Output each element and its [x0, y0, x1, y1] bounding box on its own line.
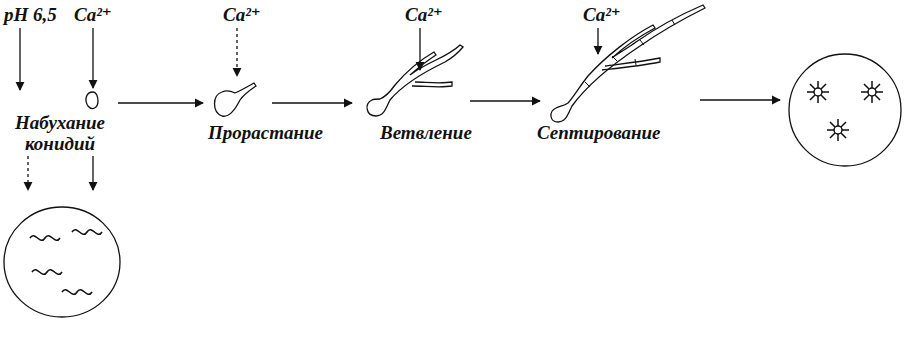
ion-label: Ca²⁺	[405, 4, 443, 25]
influence-arrow	[236, 28, 237, 76]
ion-label: Ca²⁺	[74, 4, 112, 25]
ph-value: pH 6,5	[4, 4, 57, 25]
stage-caption: Набухание конидий	[2, 112, 118, 154]
stage-arrow	[700, 99, 780, 100]
hypha-branch	[602, 58, 660, 70]
septate-hypha	[551, 5, 705, 122]
culture-circle	[789, 54, 901, 166]
influence-arrow	[27, 156, 28, 190]
influence-arrow	[92, 156, 93, 190]
influence-arrow	[419, 28, 420, 70]
germ-squiggles	[30, 230, 102, 295]
stage-caption: Ветвление	[380, 122, 472, 143]
stage-arrow	[272, 102, 352, 103]
culture-circle	[4, 207, 120, 317]
stage-caption: Септирование	[537, 122, 661, 143]
influence-arrow	[597, 28, 598, 54]
stage-arrow	[470, 100, 540, 101]
germinating-conidium	[215, 83, 257, 116]
ion-label: Ca²⁺	[223, 4, 261, 25]
hypha-branch	[412, 82, 452, 87]
influence-arrow	[19, 28, 20, 90]
mycelium-stars	[807, 81, 883, 141]
stage-arrow	[118, 102, 203, 103]
ion-label: Ca²⁺	[583, 4, 621, 25]
conidium	[86, 92, 98, 108]
stage-caption: Прорастание	[208, 122, 323, 143]
septa	[585, 20, 675, 87]
branching-hypha	[367, 45, 463, 116]
influence-arrow	[92, 28, 93, 88]
